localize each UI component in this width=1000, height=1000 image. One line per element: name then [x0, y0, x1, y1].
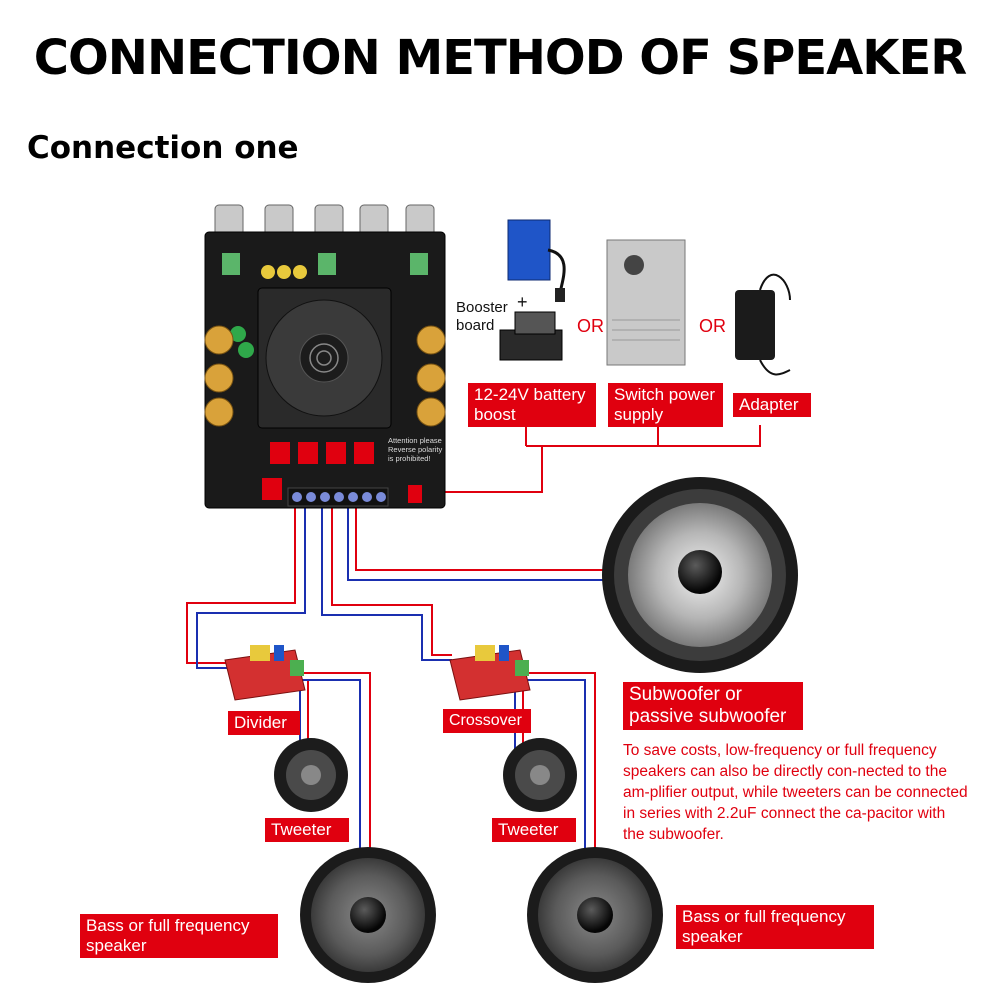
crossover-label: Crossover: [443, 709, 531, 733]
booster-board-image: [499, 311, 563, 361]
subwoofer-speaker: [602, 477, 798, 673]
board-warning-text: Attention please Reverse polarity is pro…: [388, 436, 443, 463]
divider-label: Divider: [228, 711, 300, 735]
tweeter-right: [503, 738, 577, 812]
tweeter-left: [274, 738, 348, 812]
cost-saving-note: To save costs, low-frequency or full fre…: [623, 742, 968, 843]
power-wires: [431, 425, 761, 493]
battery-pack: [507, 219, 566, 302]
or-text-1: OR: [577, 316, 604, 336]
or-text-2: OR: [699, 316, 726, 336]
crossover-board: [449, 645, 531, 701]
tweeter-right-label: Tweeter: [492, 818, 576, 842]
switch-power-supply-label: Switch power supply: [608, 383, 723, 427]
plus-sign: +: [517, 292, 528, 312]
switch-power-supply-image: [606, 239, 686, 366]
adapter-image: [735, 273, 791, 376]
subwoofer-label: Subwoofer or passive subwoofer: [623, 682, 803, 730]
adapter-label: Adapter: [733, 393, 811, 417]
booster-board-text: Booster board: [456, 299, 508, 334]
battery-boost-label: 12-24V battery boost: [468, 383, 596, 427]
divider-board: [224, 645, 306, 701]
section-heading: Connection one: [27, 130, 299, 166]
page-title: CONNECTION METHOD OF SPEAKER: [33, 30, 967, 86]
bass-left-label: Bass or full frequency speaker: [80, 914, 278, 958]
bass-speaker-left: [300, 847, 436, 983]
bass-right-label: Bass or full frequency speaker: [676, 905, 874, 949]
cooling-fan: [257, 287, 392, 429]
capacitors: [204, 325, 446, 427]
speaker-wires: [186, 505, 605, 855]
tweeter-left-label: Tweeter: [265, 818, 349, 842]
bass-speaker-right: [527, 847, 663, 983]
amplifier-board: [204, 204, 446, 509]
